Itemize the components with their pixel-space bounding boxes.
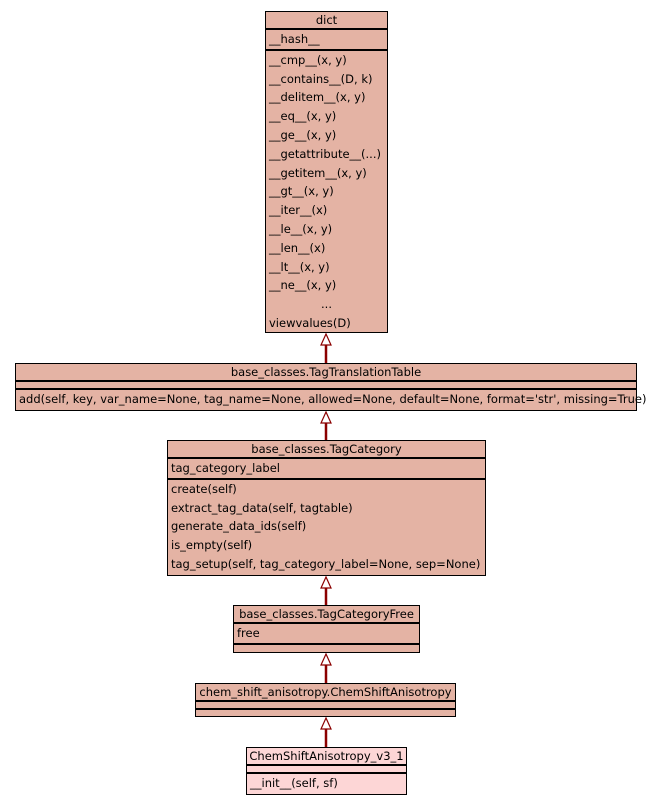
- class-box-chem-shift-anisotropy[interactable]: chem_shift_anisotropy.ChemShiftAnisotrop…: [195, 683, 456, 717]
- methods-section: __init__(self, sf): [247, 774, 406, 793]
- attribute-tag-category-label: tag_category_label: [171, 461, 280, 475]
- class-box-tag-category[interactable]: base_classes.TagCategory tag_category_lab…: [167, 440, 486, 576]
- method-delitem: __delitem__(x, y): [269, 90, 366, 105]
- inheritance-edge-tag-category-free: [320, 575, 332, 605]
- inheritance-arrowhead-icon: [320, 652, 332, 666]
- method-cmp: __cmp__(x, y): [269, 52, 347, 67]
- method-ge: __ge__(x, y): [269, 127, 337, 142]
- class-name: base_classes.TagCategoryFree: [234, 606, 419, 624]
- class-name: chem_shift_anisotropy.ChemShiftAnisotrop…: [196, 684, 455, 702]
- method-extract-tag-data: extract_tag_data(self, tagtable): [171, 500, 353, 515]
- attributes-section: [196, 702, 455, 710]
- methods-section: __cmp__(x, y) __contains__(D, k) __delitem…: [266, 51, 387, 332]
- method-contains: __contains__(D, k): [269, 71, 373, 86]
- inheritance-edge-chem-shift-anisotropy: [320, 652, 332, 683]
- method-generate-data-ids: generate_data_ids(self): [171, 519, 307, 534]
- class-name: ChemShiftAnisotropy_v3_1: [247, 748, 406, 766]
- inheritance-arrowhead-icon: [320, 410, 332, 424]
- class-name: base_classes.TagCategory: [168, 441, 485, 459]
- method-len: __len__(x): [269, 240, 326, 255]
- class-box-tag-translation-table[interactable]: base_classes.TagTranslationTable add(self…: [15, 363, 647, 411]
- method-add: add(self, key, var_name=None, tag_name=N…: [19, 392, 647, 406]
- class-name: dict: [266, 12, 387, 30]
- method-tag-setup: tag_setup(self, tag_category_label=None,…: [171, 556, 481, 571]
- methods-section: create(self) extract_tag_data(self, tagta…: [168, 480, 485, 574]
- inheritance-arrowhead-icon: [320, 716, 332, 730]
- inheritance-arrowhead-icon: [320, 332, 332, 346]
- inheritance-arrowhead-icon: [320, 575, 332, 589]
- inheritance-edge-chem-shift-anisotropy-v3-1: [320, 716, 332, 747]
- inheritance-edge-tag-translation-table: [320, 332, 332, 363]
- methods-section: [234, 645, 419, 651]
- methods-section: [196, 710, 455, 716]
- class-box-dict[interactable]: dict __hash__ __cmp__(x, y) __contains__(D,…: [265, 11, 388, 333]
- method-getattribute: __getattribute__(...): [269, 146, 381, 161]
- attributes-section: __hash__: [266, 30, 387, 51]
- method-getitem: __getitem__(x, y): [269, 165, 367, 180]
- method-init: __init__(self, sf): [250, 776, 338, 790]
- methods-section: add(self, key, var_name=None, tag_name=N…: [16, 390, 647, 409]
- inheritance-edge-tag-category: [320, 410, 332, 440]
- method-is-empty: is_empty(self): [171, 538, 253, 553]
- methods-ellipsis: ...: [321, 297, 332, 312]
- attributes-section: [16, 382, 636, 390]
- method-lt: __lt__(x, y): [269, 259, 330, 274]
- method-viewvalues: viewvalues(D): [269, 315, 351, 330]
- class-name: base_classes.TagTranslationTable: [16, 364, 636, 382]
- method-eq: __eq__(x, y): [269, 109, 337, 124]
- method-iter: __iter__(x): [269, 203, 328, 218]
- attributes-section: free: [234, 624, 419, 645]
- method-gt: __gt__(x, y): [269, 184, 334, 199]
- method-ne: __ne__(x, y): [269, 278, 337, 293]
- attribute-hash: __hash__: [269, 32, 320, 46]
- method-create: create(self): [171, 481, 237, 496]
- attributes-section: [247, 766, 406, 774]
- attributes-section: tag_category_label: [168, 459, 485, 480]
- method-le: __le__(x, y): [269, 221, 333, 236]
- attribute-free: free: [237, 626, 260, 640]
- class-box-chem-shift-anisotropy-v3-1[interactable]: ChemShiftAnisotropy_v3_1 __init__(self, s…: [246, 747, 407, 795]
